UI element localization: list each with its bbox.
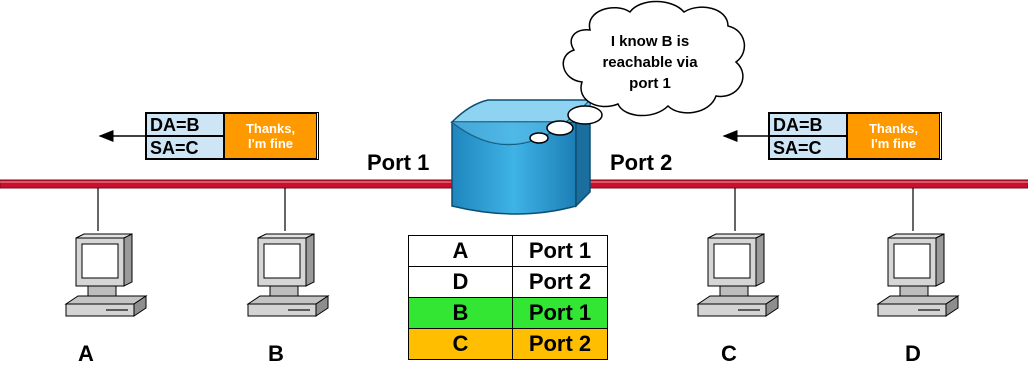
thought-line: reachable via — [602, 54, 698, 71]
table-row: C Port 2 — [408, 328, 608, 360]
frame-header: DA=B SA=C — [146, 113, 224, 159]
source-address: SA=C — [769, 136, 847, 159]
table-host-cell: C — [408, 328, 513, 360]
thought-line: port 1 — [629, 75, 671, 92]
payload-line: Thanks, — [868, 121, 919, 136]
desktop-computer-icon[interactable] — [64, 233, 148, 317]
table-host-cell: D — [408, 266, 513, 298]
host-label-b: B — [268, 341, 284, 366]
ethernet-frame: DA=B SA=C Thanks, I'm fine — [768, 112, 942, 160]
desktop-computer-icon[interactable] — [876, 233, 960, 317]
frame-payload: Thanks, I'm fine — [224, 113, 317, 159]
table-row: D Port 2 — [408, 266, 608, 298]
port-2-label: Port 2 — [610, 150, 673, 175]
thought-text: I know B is reachable via port 1 — [585, 31, 715, 94]
payload-line: Thanks, — [245, 121, 296, 136]
table-host-cell: A — [408, 235, 513, 267]
table-port-cell: Port 2 — [512, 266, 608, 298]
thought-line: I know B is — [610, 33, 690, 50]
frame-payload: Thanks, I'm fine — [847, 113, 940, 159]
table-port-cell: Port 2 — [512, 328, 608, 360]
frame-header: DA=B SA=C — [769, 113, 847, 159]
drop-cables — [97, 188, 914, 231]
table-port-cell: Port 1 — [512, 235, 608, 267]
source-address: SA=C — [146, 136, 224, 159]
switch-icon[interactable] — [450, 99, 591, 215]
ethernet-frame: DA=B SA=C Thanks, I'm fine — [145, 112, 319, 160]
host-label-a: A — [78, 341, 94, 366]
port-1-label: Port 1 — [367, 150, 430, 175]
destination-address: DA=B — [146, 113, 224, 136]
thought-cloud-icon — [529, 0, 746, 144]
destination-address: DA=B — [769, 113, 847, 136]
mac-address-table: A Port 1 D Port 2 B Port 1 C Port 2 — [408, 235, 608, 360]
table-row: B Port 1 — [408, 297, 608, 329]
table-host-cell: B — [408, 297, 513, 329]
payload-line: I'm fine — [248, 136, 293, 151]
table-port-cell: Port 1 — [512, 297, 608, 329]
table-row: A Port 1 — [408, 235, 608, 267]
host-label-c: C — [721, 341, 737, 366]
desktop-computer-icon[interactable] — [696, 233, 780, 317]
desktop-computer-icon[interactable] — [246, 233, 330, 317]
host-label-d: D — [905, 341, 921, 366]
payload-line: I'm fine — [871, 136, 916, 151]
